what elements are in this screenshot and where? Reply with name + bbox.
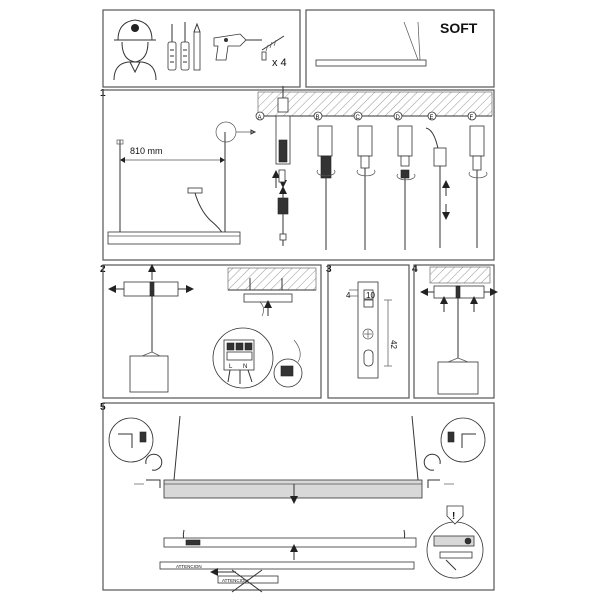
cable-distance-label: 810 mm (130, 146, 163, 156)
step-1-panel: 1 810 mm A B C D E F (100, 86, 495, 261)
anchor-letter: F (470, 115, 474, 121)
screwdriver-icon (180, 22, 190, 71)
step-4-panel: 4 (412, 264, 498, 399)
product-panel: SOFT (305, 9, 495, 88)
step-3-panel: 3 4 10 42 (326, 264, 410, 399)
terminal-label: L (229, 364, 233, 370)
anchor-letter: D (396, 115, 401, 121)
pencil-icon (193, 22, 201, 71)
screw-anchor-icon (261, 35, 285, 61)
bracket-dim-width-b: 10 (366, 291, 375, 300)
anchor-letter: B (316, 115, 320, 121)
anchor-letter: C (356, 115, 361, 121)
tools-count: x 4 (272, 57, 287, 69)
step-5-panel: 5 ATTENCION ATTENCION (100, 402, 495, 593)
attention-label: ATTENCION (222, 578, 248, 583)
screwdriver-icon (167, 24, 177, 71)
bracket-dim-height: 42 (389, 340, 398, 349)
tools-panel: x 4 (102, 9, 301, 88)
warning-icon: ! (452, 511, 455, 522)
drill-icon (213, 33, 262, 61)
step-2-panel: 2 L N (100, 264, 322, 399)
worker-icon (113, 19, 157, 81)
step-number: 4 (412, 264, 418, 275)
product-title: SOFT (440, 20, 478, 36)
anchor-letter: A (258, 115, 262, 121)
bracket-dim-width-a: 4 (346, 291, 351, 300)
anchor-letter: E (430, 115, 434, 121)
attention-label: ATTENCION (176, 564, 202, 569)
step-number: 3 (326, 264, 332, 275)
anchor-letter-row: A B C D E F (255, 111, 477, 121)
terminal-label: N (243, 364, 247, 370)
